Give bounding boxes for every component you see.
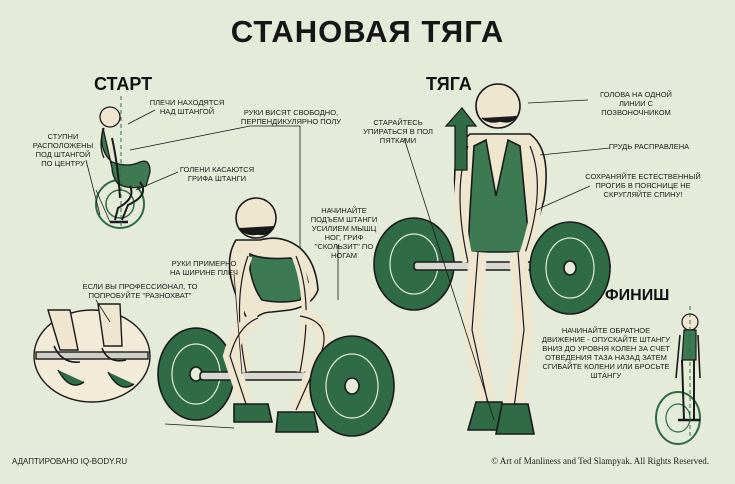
grip-leader-line	[95, 299, 111, 323]
start-leader-lines	[85, 109, 301, 258]
standing-lifter-figure	[373, 83, 611, 435]
footer-copyright: © Art of Manliness and Ted Slampyak. All…	[491, 456, 709, 466]
section-finish-label: ФИНИШ	[605, 287, 670, 304]
squat-lifter-figure	[157, 197, 395, 437]
note-finish: НАЧИНАЙТЕ ОБРАТНОЕ ДВИЖЕНИЕ - ОПУСКАЙТЕ …	[541, 326, 671, 380]
note-hands-width: РУКИ ПРИМЕРНО НА ШИРИНЕ ПЛЕЧ	[170, 259, 238, 277]
note-start-lift: НАЧИНАЙТЕ ПОДЪЕМ ШТАНГИ УСИЛИЕМ МЫШЦ НОГ…	[310, 206, 378, 260]
section-start-label: СТАРТ	[94, 74, 153, 94]
start-figure	[95, 96, 151, 229]
pull-leader-lines	[403, 99, 611, 421]
squat-leader-lines	[164, 245, 339, 429]
note-feet: СТУПНИ РАСПОЛОЖЕНЫ ПОД ШТАНГОЙ ПО ЦЕНТРУ	[32, 132, 94, 168]
section-pull-label: ТЯГА	[426, 74, 472, 94]
poster-title: СТАНОВАЯ ТЯГА	[230, 14, 505, 49]
mixed-grip-inset	[33, 303, 151, 403]
finish-figure	[655, 306, 701, 445]
note-head: ГОЛОВА НА ОДНОЙ ЛИНИИ С ПОЗВОНОЧНИКОМ	[600, 90, 672, 117]
note-arms-hang: РУКИ ВИСЯТ СВОБОДНО, ПЕРПЕНДИКУЛЯРНО ПОЛ…	[240, 108, 342, 126]
lift-up-arrow	[444, 106, 478, 171]
note-heels: СТАРАЙТЕСЬ УПИРАТЬСЯ В ПОЛ ПЯТКАМИ	[363, 118, 433, 145]
note-shoulders: ПЛЕЧИ НАХОДЯТСЯ НАД ШТАНГОЙ	[149, 98, 225, 116]
footer-adapted: АДАПТИРОВАНО IQ-BODY.RU	[12, 457, 128, 466]
note-mixed-grip: ЕСЛИ ВЫ ПРОФЕССИОНАЛ, ТО ПОПРОБУЙТЕ "РАЗ…	[82, 282, 198, 300]
note-chest: ГРУДЬ РАСПРАВЛЕНА	[608, 142, 690, 151]
note-shins: ГОЛЕНИ КАСАЮТСЯ ГРИФА ШТАНГИ	[179, 165, 255, 183]
note-back: СОХРАНЯЙТЕ ЕСТЕСТВЕННЫЙ ПРОГИБ В ПОЯСНИЦ…	[585, 172, 701, 199]
